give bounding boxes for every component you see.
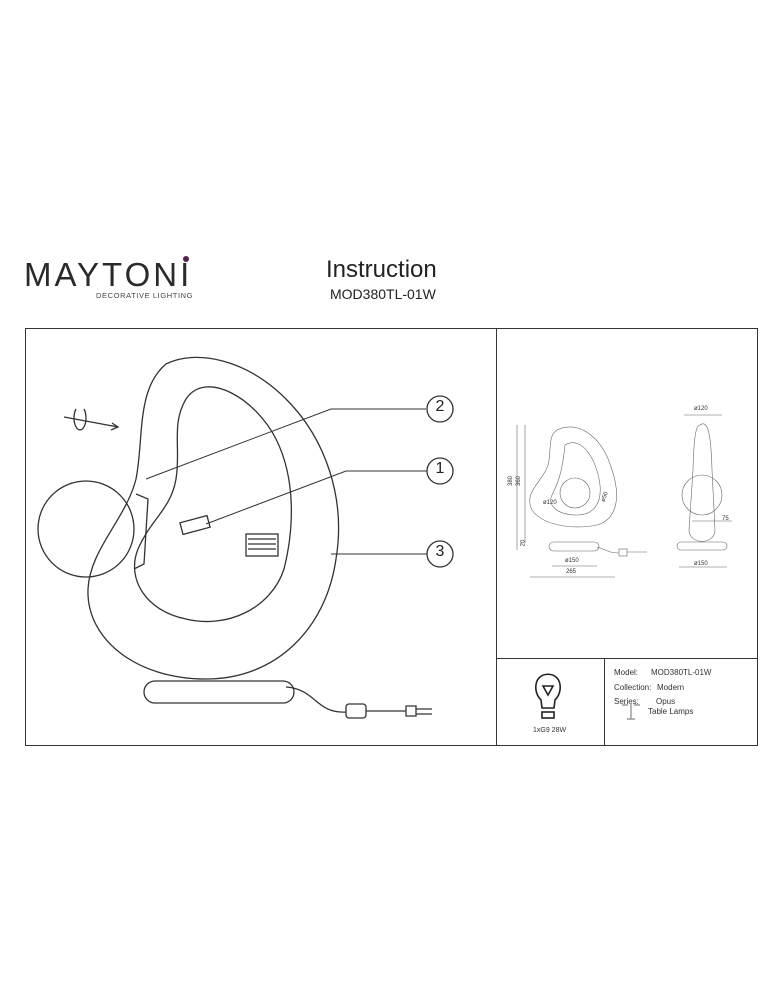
divider <box>496 658 758 659</box>
document-title: Instruction <box>326 256 437 283</box>
dim-height-body: 360 <box>516 475 523 487</box>
dim-side-top: ø120 <box>694 406 708 412</box>
dim-shade: ø120 <box>543 500 557 506</box>
brand-tagline: DECORATIVE LIGHTING <box>96 291 194 300</box>
spec-collection-value: Modern <box>657 683 685 692</box>
logo-dot <box>183 256 189 262</box>
light-bulb-icon <box>535 673 561 719</box>
dim-width: 265 <box>566 569 577 575</box>
callout-1: 1 <box>435 460 445 477</box>
divider <box>604 658 605 746</box>
dim-side-depth: 75 <box>722 516 729 522</box>
table-lamp-icon <box>622 703 640 720</box>
bulb-label: 1xG9 28W <box>533 727 567 734</box>
callout-2: 2 <box>435 398 445 415</box>
callout-3: 3 <box>435 543 445 560</box>
dim-height-total: 380 <box>508 475 515 487</box>
document-model: MOD380TL-01W <box>330 286 436 302</box>
spec-collection-label: Collection: <box>614 683 652 692</box>
dim-base-height: 20 <box>520 539 527 547</box>
spec-series-value: Opus <box>656 697 676 706</box>
spec-series-label: Series: <box>614 697 639 706</box>
dimension-drawing <box>516 414 732 578</box>
spec-model-value: MOD380TL-01W <box>651 668 712 677</box>
instruction-frame <box>25 328 758 746</box>
dim-side-base: ø150 <box>694 561 708 567</box>
spec-model-label: Model: <box>614 668 639 677</box>
brand-logo: MAYTONI <box>24 256 193 293</box>
assembly-drawing <box>37 356 454 719</box>
divider <box>496 328 497 746</box>
spec-type-value: Table Lamps <box>648 707 694 716</box>
dim-base: ø150 <box>565 558 579 564</box>
